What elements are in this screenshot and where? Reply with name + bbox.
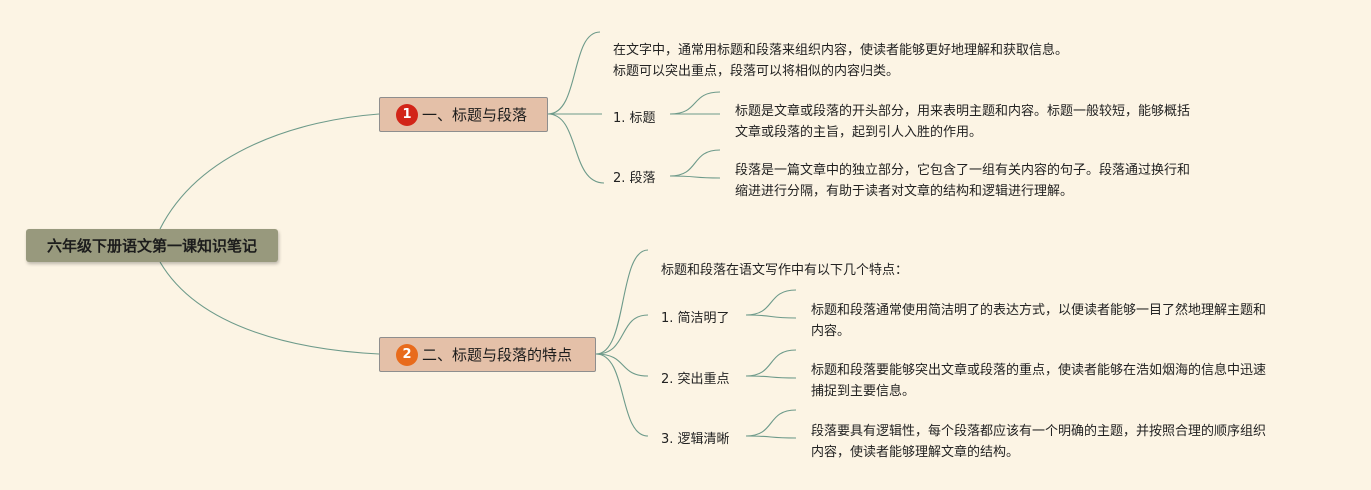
- subtopic-logic[interactable]: 3. 逻辑清晰: [661, 428, 730, 447]
- connector-item1-desc: [745, 289, 797, 316]
- branch2-intro-text: 标题和段落在语文写作中有以下几个特点：: [661, 263, 909, 278]
- connector-b1-para: [547, 113, 605, 184]
- priority-1-badge-icon: 1: [396, 103, 418, 126]
- subtopic-concise-desc[interactable]: 标题和段落通常使用简洁明了的表达方式，以便读者能够一目了然地理解主题和 内容。: [811, 300, 1266, 342]
- connector-item3-desc2: [745, 435, 797, 439]
- main-topic-2[interactable]: 2 二、标题与段落的特点: [379, 337, 596, 372]
- connector-item2-desc2: [745, 375, 797, 379]
- subtopic-title-desc[interactable]: 标题是文章或段落的开头部分，用来表明主题和内容。标题一般较短，能够概括 文章或段…: [735, 101, 1190, 143]
- subtopic-title-label: 1. 标题: [613, 111, 656, 126]
- subtopic-logic-desc-line1: 段落要具有逻辑性，每个段落都应该有一个明确的主题，并按照合理的顺序组织: [811, 424, 1267, 439]
- root-topic-label: 六年级下册语文第一课知识笔记: [46, 237, 257, 255]
- connector-root-branch2: [159, 261, 380, 355]
- subtopic-logic-desc-line2: 内容，使读者能够理解文章的结构。: [811, 445, 1020, 460]
- root-topic[interactable]: 六年级下册语文第一课知识笔记: [26, 229, 278, 262]
- main-topic-1[interactable]: 1 一、标题与段落: [379, 97, 548, 132]
- subtopic-paragraph-desc-line1: 段落是一篇文章中的独立部分，它包含了一组有关内容的句子。段落通过换行和: [735, 163, 1191, 178]
- subtopic-logic-label: 3. 逻辑清晰: [661, 432, 730, 447]
- subtopic-concise-label: 1. 简洁明了: [661, 311, 730, 326]
- connector-root-branch1: [159, 113, 380, 230]
- subtopic-concise-desc-line2: 内容。: [811, 324, 851, 339]
- connector-item3-desc: [745, 409, 797, 437]
- branch2-intro[interactable]: 标题和段落在语文写作中有以下几个特点：: [661, 260, 908, 281]
- connector-item1-desc2: [745, 314, 797, 319]
- subtopic-title[interactable]: 1. 标题: [613, 107, 656, 126]
- main-topic-1-label: 一、标题与段落: [422, 106, 528, 124]
- branch1-intro[interactable]: 在文字中，通常用标题和段落来组织内容，使读者能够更好地理解和获取信息。 标题可以…: [613, 40, 1068, 82]
- branch1-intro-line1: 在文字中，通常用标题和段落来组织内容，使读者能够更好地理解和获取信息。: [613, 43, 1069, 58]
- subtopic-paragraph-desc-line2: 缩进进行分隔，有助于读者对文章的结构和逻辑进行理解。: [735, 184, 1074, 199]
- connector-para-desc2: [669, 175, 721, 179]
- subtopic-emphasis[interactable]: 2. 突出重点: [661, 368, 730, 387]
- connector-b2-intro: [595, 249, 649, 355]
- connector-b2-item3: [595, 353, 649, 437]
- connector-title-desc: [669, 91, 721, 115]
- subtopic-title-desc-line1: 标题是文章或段落的开头部分，用来表明主题和内容。标题一般较短，能够概括: [735, 104, 1191, 119]
- subtopic-concise-desc-line1: 标题和段落通常使用简洁明了的表达方式，以便读者能够一目了然地理解主题和: [811, 303, 1267, 318]
- subtopic-emphasis-desc[interactable]: 标题和段落要能够突出文章或段落的重点，使读者能够在浩如烟海的信息中迅速 捕捉到主…: [811, 360, 1266, 402]
- connector-b2-item1: [595, 314, 649, 355]
- subtopic-title-desc-line2: 文章或段落的主旨，起到引人入胜的作用。: [735, 125, 983, 140]
- subtopic-emphasis-desc-line2: 捕捉到主要信息。: [811, 384, 916, 399]
- subtopic-paragraph-desc[interactable]: 段落是一篇文章中的独立部分，它包含了一组有关内容的句子。段落通过换行和 缩进进行…: [735, 160, 1190, 202]
- connector-para-desc: [669, 149, 721, 177]
- subtopic-paragraph-label: 2. 段落: [613, 171, 656, 186]
- connector-b1-intro: [547, 31, 601, 115]
- priority-2-badge-icon: 2: [396, 343, 418, 366]
- main-topic-2-label: 二、标题与段落的特点: [422, 346, 573, 364]
- subtopic-emphasis-desc-line1: 标题和段落要能够突出文章或段落的重点，使读者能够在浩如烟海的信息中迅速: [811, 363, 1267, 378]
- connector-b2-item2: [595, 353, 649, 377]
- subtopic-emphasis-label: 2. 突出重点: [661, 372, 730, 387]
- subtopic-concise[interactable]: 1. 简洁明了: [661, 307, 730, 326]
- connector-item2-desc: [745, 349, 797, 377]
- subtopic-paragraph[interactable]: 2. 段落: [613, 167, 656, 186]
- subtopic-logic-desc[interactable]: 段落要具有逻辑性，每个段落都应该有一个明确的主题，并按照合理的顺序组织 内容，使…: [811, 421, 1266, 463]
- branch1-intro-line2: 标题可以突出重点，段落可以将相似的内容归类。: [613, 64, 900, 79]
